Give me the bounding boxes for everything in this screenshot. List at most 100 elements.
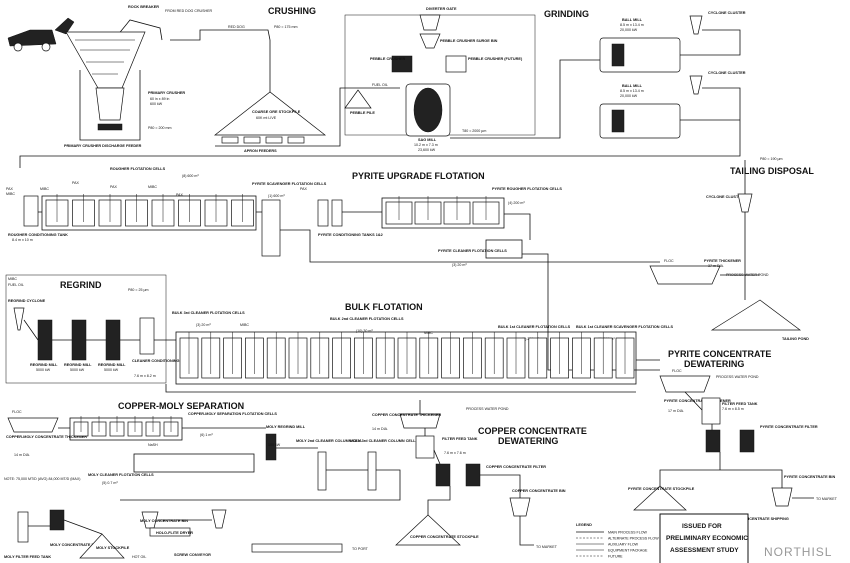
- label-cyclone-2: CYCLONE CLUSTER: [708, 71, 746, 75]
- copper-filter: [435, 463, 451, 487]
- pyrite-rougher-bank: [381, 197, 505, 229]
- label-pax-5: PAX: [300, 187, 308, 191]
- label-from-red-dog: FROM RED DOG CRUSHER: [165, 9, 213, 13]
- pyrite-dewatering-area: FLOC PROCESS WATER POND PYRITE CONCENTRA…: [628, 369, 838, 521]
- apron-feeder: [287, 136, 305, 144]
- label-regrind-mill-kw3: 5000 kW: [104, 368, 119, 372]
- title-copper-moly: COPPER-MOLY SEPARATION: [118, 401, 244, 411]
- pebble-crusher: [391, 55, 413, 73]
- dump-hopper: [65, 31, 146, 89]
- label-hot-oil: HOT OIL: [132, 555, 146, 559]
- label-p80-3: P80 = 190 µm: [760, 157, 783, 161]
- label-pyrite-conc-filter: PYRITE CONCENTRATE FILTER: [760, 425, 818, 429]
- label-rock-breaker: ROCK BREAKER: [128, 5, 159, 9]
- label-bulk-2nd-vol: (10) 30 m³: [356, 329, 373, 333]
- label-sag-power: 23,600 kW: [418, 148, 436, 152]
- legend-item-label: FUTURE: [608, 554, 623, 558]
- label-regrind-mill-1: REGRIND MILL: [30, 363, 58, 367]
- truck-wheel-icon: [13, 42, 23, 52]
- hopper-detail: [75, 39, 135, 75]
- pyrite-filter-feed-tank: [701, 397, 721, 425]
- sag-mill-shell: [413, 87, 443, 133]
- title-pyrite-dewatering-2: DEWATERING: [684, 359, 744, 369]
- bagging-bin: [211, 509, 227, 529]
- label-pebble-surge: PEBBLE CRUSHER SURGE BIN: [440, 39, 498, 43]
- label-process-water-3: PROCESS WATER POND: [466, 407, 509, 411]
- apron-feeder: [221, 136, 239, 144]
- label-moly-cleaner-vol: (5) 0.7 m³: [102, 481, 118, 485]
- label-note: NOTE: 75,000 MT/D (AVG) 84,000 MT/D (MAX…: [4, 477, 80, 481]
- regrind-frame: [5, 274, 167, 384]
- label-cumoly-thickener: COPPER-MOLY CONCENTRATE THICKENER: [6, 435, 87, 439]
- label-moly-separation-vol: (6) 1 m³: [200, 433, 213, 437]
- legend-item-label: ALTERNATE PROCESS FLOW: [608, 536, 659, 540]
- label-sag-mill: SAG MILL: [418, 138, 437, 142]
- label-bulk-3rd: BULK 3rd CLEANER FLOTATION CELLS: [172, 311, 245, 315]
- moly-cleaner-bank: [133, 453, 255, 473]
- grinding-feed-line: [450, 59, 600, 139]
- label-filter-feed-size-2: 7.6 m x 7.6 m: [444, 451, 466, 455]
- label-filter-feed-2: FILTER FEED TANK: [442, 437, 478, 441]
- label-moly-separation: COPPER-MOLY SEPARATION FLOTATION CELLS: [188, 412, 277, 416]
- title-copper-dewatering-2: DEWATERING: [498, 436, 558, 446]
- moly-stockpile: [79, 533, 125, 559]
- label-filter-feed-1: FILTER FEED TANK: [722, 402, 758, 406]
- label-copper-conc-bin: COPPER CONCENTRATE BIN: [512, 489, 566, 493]
- label-cleaner-tank-size: 7.6 m x 8.2 m: [134, 374, 156, 378]
- title-crushing: CRUSHING: [268, 6, 316, 16]
- discharge-feeder: [97, 123, 123, 131]
- label-rougher-vol: (8) 600 m³: [182, 174, 199, 178]
- truck-wheel-icon: [41, 42, 51, 52]
- moly-conc-filter: [49, 509, 65, 531]
- grinding-area: DIVERTER GATE PEBBLE CRUSHER SURGE BIN P…: [19, 7, 783, 168]
- label-cumoly-thickener-size: 14 m DIA.: [14, 453, 30, 457]
- label-fuel-oil: FUEL OIL: [372, 83, 388, 87]
- label-pyrite-shipping: PYRITE CONCENTRATE SHIPPING: [726, 517, 789, 521]
- copper-dewater-lines: [419, 400, 534, 546]
- pyrite-thickener: [649, 265, 721, 285]
- label-sag-size: 10.2 m x 7.3 m: [414, 143, 438, 147]
- ore-train: [251, 543, 343, 553]
- pyrite-scavenger-cell: [261, 199, 281, 257]
- label-screw-conveyor: SCREW CONVEYOR: [174, 553, 211, 557]
- label-diverter: DIVERTER GATE: [426, 7, 457, 11]
- label-pyrite-scav-vol: (1) 600 m³: [268, 194, 285, 198]
- holo-flite-dryer: [149, 527, 191, 537]
- haul-truck-bed-icon: [54, 17, 75, 35]
- moly-dry-lines: [28, 519, 212, 535]
- label-pyrite-cond: PYRITE CONDITIONING TANKS 1&2: [318, 233, 383, 237]
- tailing-pond: [710, 299, 802, 331]
- label-to-market-1: TO MARKET: [816, 497, 838, 501]
- tailing-area: CYCLONE CLUSTER PYRITE THICKENER 37 m DI…: [649, 160, 809, 341]
- regrind-cyclone: [13, 307, 25, 331]
- label-moly-regrind: MOLY REGRIND MILL: [266, 425, 306, 429]
- label-pyrite-conc-bin: PYRITE CONCENTRATE BIN: [784, 475, 835, 479]
- pyrite-filter: [739, 429, 755, 453]
- pyrite-cleaner-bank: [485, 239, 523, 259]
- label-moly-filter: MOLY FILTER FEED TANK: [4, 555, 51, 559]
- label-apron: APRON FEEDERS: [244, 149, 277, 153]
- label-pax-2: PAX: [72, 181, 80, 185]
- legend-title: LEGEND: [576, 523, 592, 527]
- label-moly-stockpile: MOLY STOCKPILE: [96, 546, 130, 550]
- title-copper-dewatering-1: COPPER CONCENTRATE: [478, 426, 587, 436]
- sag-feed-conveyor: [215, 87, 400, 147]
- rougher-area: ROUGHER FLOTATION CELLS (8) 600 m³ PAX M…: [6, 167, 660, 263]
- bulk-lines: [154, 339, 660, 393]
- grinding-circuit-lines: [19, 29, 741, 168]
- label-pyrite-thickener-size: 37 m DIA.: [708, 264, 724, 268]
- label-mibc-4: MIBC: [8, 277, 17, 281]
- rock-breaker-icon: [111, 19, 163, 43]
- label-bulk-1st-scav: BULK 1st CLEANER SCAVENGER FLOTATION CEL…: [576, 325, 674, 329]
- label-rougher-cells: ROUGHER FLOTATION CELLS: [110, 167, 166, 171]
- regrind-mill-2: [71, 319, 87, 361]
- stamp-box: [659, 513, 749, 563]
- label-ball-mill-1: BALL MILL: [622, 18, 643, 22]
- tailing-cyclone: [737, 193, 753, 213]
- label-pax-4: PAX: [176, 193, 184, 197]
- label-regrind-mill-3: REGRIND MILL: [98, 363, 126, 367]
- label-moly-conc-bin: MOLY CONCENTRATE BIN: [140, 519, 188, 523]
- moly-drying-area: MOLY CONCENTRATE FILTER MOLY FILTER FEED…: [4, 509, 343, 559]
- pyrite-upgrade-area: PAX PYRITE CONDITIONING TANKS 1&2 PYRITE…: [300, 187, 660, 371]
- label-pebble-2: PEBBLE CRUSHER (FUTURE): [468, 57, 523, 61]
